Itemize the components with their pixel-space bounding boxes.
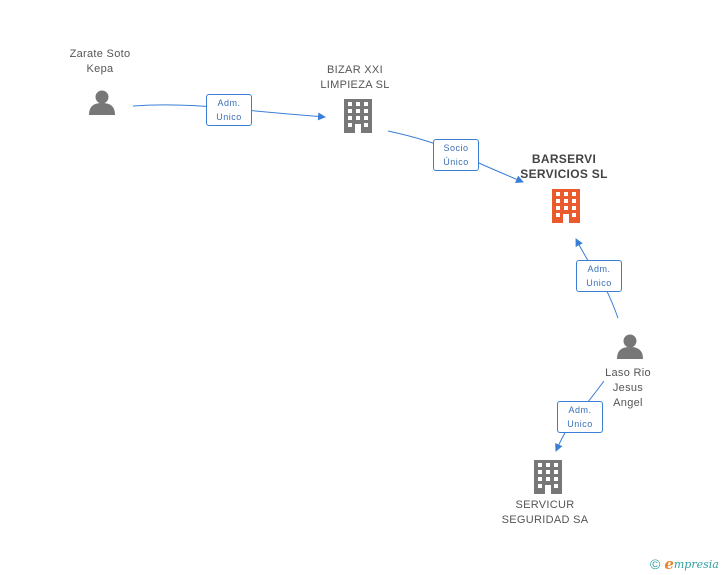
node-label-bizar[interactable]: BIZAR XXI LIMPIEZA SL: [307, 63, 403, 93]
label-line: SERVICIOS SL: [520, 167, 608, 181]
edge-label-line: Adm.: [568, 405, 592, 415]
label-line: SEGURIDAD SA: [501, 514, 589, 526]
node-label-zarate[interactable]: Zarate Soto Kepa: [52, 47, 148, 77]
edge-label-line: Único: [443, 157, 469, 167]
edge-label-line: Unico: [586, 278, 612, 288]
label-line: LIMPIEZA SL: [320, 79, 390, 91]
edge-label-line: Socio: [443, 143, 469, 153]
label-line: Kepa: [86, 63, 114, 75]
edge-label-line: Adm.: [217, 98, 241, 108]
label-line: Angel: [613, 397, 643, 409]
building-icon[interactable]: [344, 99, 372, 133]
node-label-barservi[interactable]: BARSERVI SERVICIOS SL: [509, 152, 619, 182]
label-line: Jesus: [612, 382, 644, 394]
label-line: SERVICUR: [515, 499, 575, 511]
edge-label-adm-unico[interactable]: Adm. Unico: [576, 260, 622, 292]
label-line: BIZAR XXI: [327, 64, 383, 76]
person-icon[interactable]: [89, 90, 115, 116]
label-line: Zarate Soto: [69, 48, 131, 60]
brand-e: e: [664, 555, 674, 573]
edge-label-socio-unico[interactable]: Socio Único: [433, 139, 479, 171]
person-icon[interactable]: [617, 334, 643, 360]
edge-label-line: Unico: [567, 419, 593, 429]
edge-label-line: Unico: [216, 112, 242, 122]
copyright-icon: ©: [650, 556, 661, 572]
node-label-laso[interactable]: Laso Rio Jesus Angel: [588, 366, 668, 411]
edge-label-line: Adm.: [587, 264, 611, 274]
brand-name: mpresia: [673, 557, 719, 571]
edge-label-adm-unico[interactable]: Adm. Unico: [206, 94, 252, 126]
node-label-servicur[interactable]: SERVICUR SEGURIDAD SA: [490, 498, 600, 528]
edge-label-adm-unico[interactable]: Adm. Unico: [557, 401, 603, 433]
label-line: BARSERVI: [531, 152, 597, 166]
label-line: Laso Rio: [605, 367, 651, 379]
building-icon[interactable]: [534, 460, 562, 494]
empresia-logo[interactable]: © e mpresia: [650, 555, 719, 573]
building-icon-focus[interactable]: [552, 189, 580, 223]
